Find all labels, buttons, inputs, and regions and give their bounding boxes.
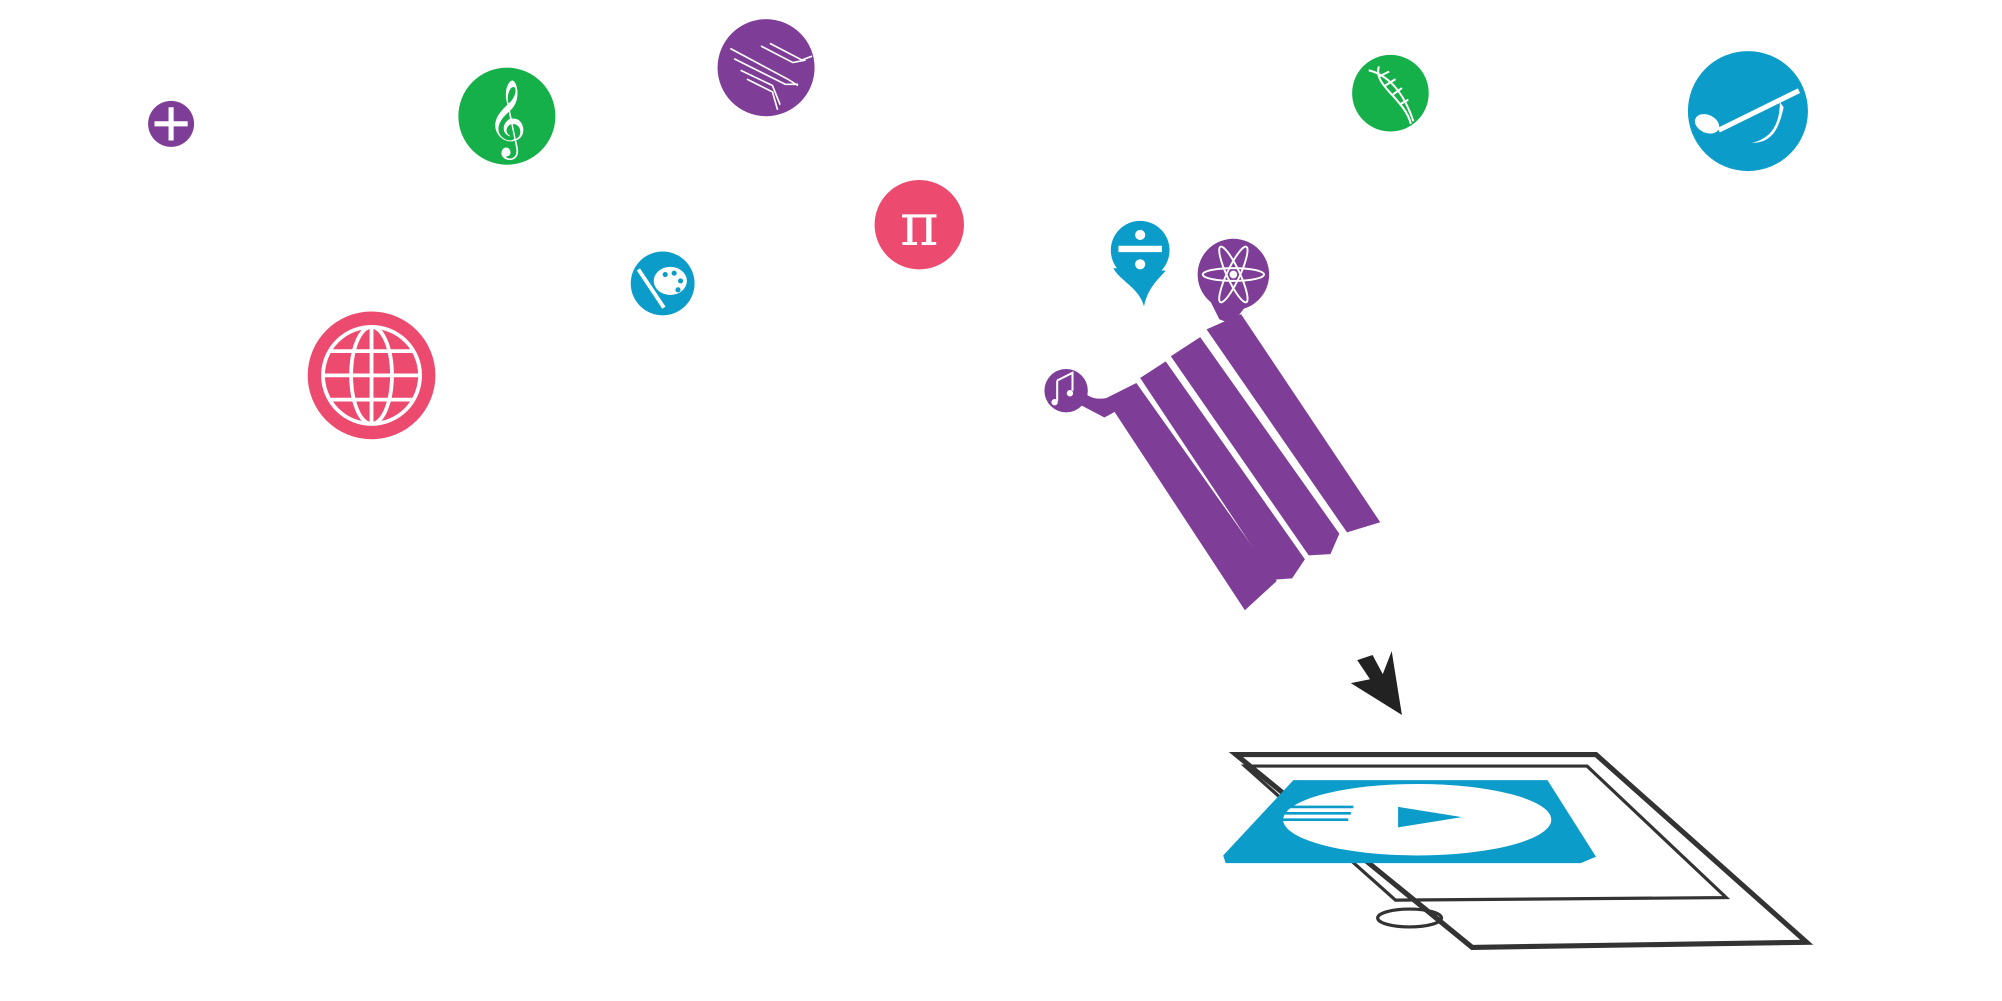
svg-text:𝄞: 𝄞 xyxy=(487,78,526,159)
circuit-icon xyxy=(717,19,815,117)
palette-icon xyxy=(630,251,695,316)
small-music-icon xyxy=(1044,368,1088,413)
plus-icon xyxy=(148,100,195,147)
svg-text:π: π xyxy=(900,190,939,259)
divide-icon xyxy=(1110,220,1170,307)
arrow-cursor-icon xyxy=(1350,651,1402,715)
home-button xyxy=(1376,907,1444,929)
play-icon xyxy=(1223,780,1596,864)
globe-icon xyxy=(307,311,436,440)
treble-clef-icon: 𝄞 xyxy=(458,67,556,165)
dna-icon xyxy=(1352,54,1429,132)
purple-ribbon xyxy=(1053,293,1381,611)
pi-icon: π xyxy=(874,180,964,270)
music-note-icon xyxy=(1687,51,1808,172)
atom-icon xyxy=(1197,238,1270,311)
